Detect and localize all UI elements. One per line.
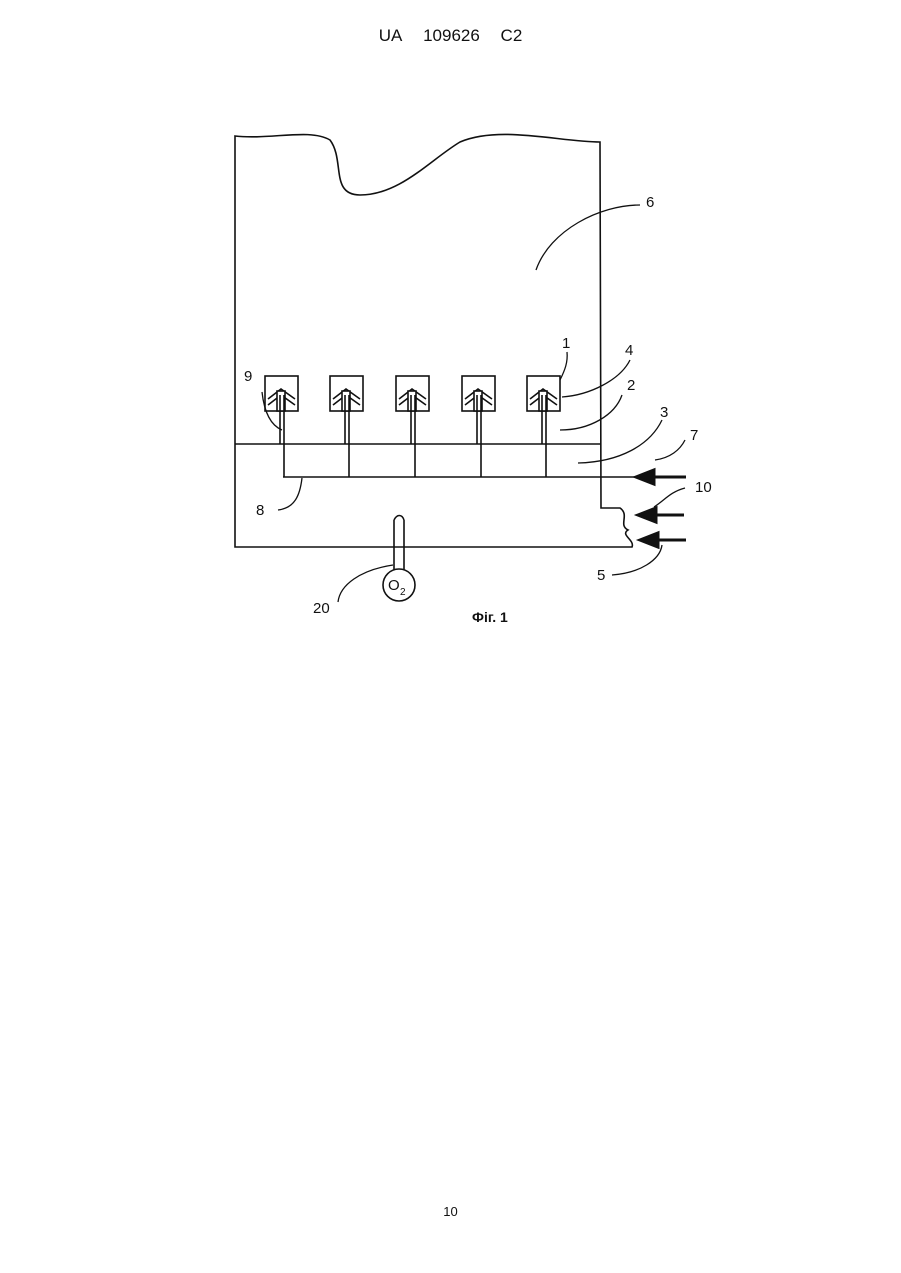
ref-10: 10: [695, 479, 712, 496]
nozzle-row: [265, 376, 560, 477]
nozzle-unit: [527, 376, 560, 477]
arrow-7-head: [636, 470, 654, 484]
ref-7: 7: [690, 427, 698, 444]
o2-symbol: O: [388, 577, 400, 594]
ref-2: 2: [627, 377, 635, 394]
ref-20: 20: [313, 600, 330, 617]
ref-4: 4: [625, 342, 633, 359]
figure-1-drawing: O 2 6 1 4 2 3 7 10 5 8 9 20 Фіг. 1: [0, 0, 901, 700]
ref-5: 5: [597, 567, 605, 584]
ref-3: 3: [660, 404, 668, 421]
page-number: 10: [0, 1204, 901, 1219]
ref-6: 6: [646, 194, 654, 211]
nozzle-unit: [265, 376, 298, 477]
figure-caption: Фіг. 1: [472, 609, 508, 625]
vessel-outline: [235, 134, 632, 547]
nozzle-unit: [330, 376, 363, 477]
nozzle-unit: [462, 376, 495, 477]
arrow-5-head: [640, 533, 658, 547]
o2-subscript: 2: [400, 587, 406, 598]
arrow-10-head: [638, 508, 656, 522]
ref-8: 8: [256, 502, 264, 519]
ref-9: 9: [244, 368, 252, 385]
flow-arrows: [636, 470, 686, 547]
nozzle-unit: [396, 376, 429, 477]
ref-1: 1: [562, 335, 570, 352]
